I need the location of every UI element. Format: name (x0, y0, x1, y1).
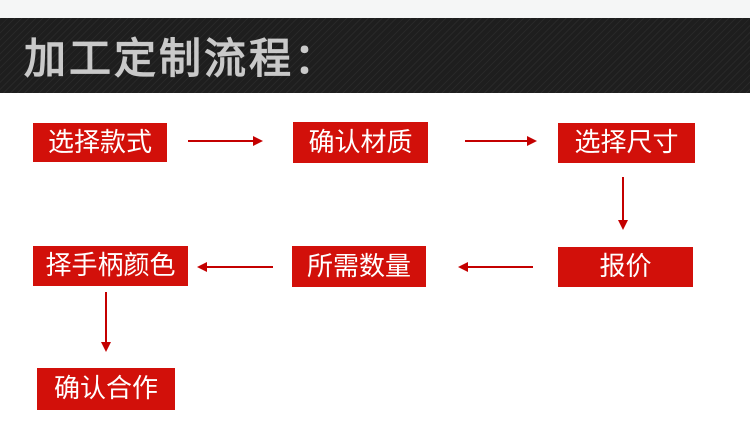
page-title: 加工定制流程： (24, 34, 340, 83)
arrow-down-icon-choose-handle-color-to-confirm-cooperation (101, 292, 111, 352)
arrow-left-icon-quotation-to-required-quantity (458, 262, 533, 272)
arrow-right-icon-confirm-material-to-select-size (465, 136, 537, 146)
arrow-down-icon-select-size-to-quotation (618, 177, 628, 230)
flow-step-select-size: 选择尺寸 (558, 123, 695, 163)
flow-step-select-style: 选择款式 (33, 123, 167, 162)
flow-step-confirm-material: 确认材质 (293, 122, 428, 163)
flow-step-quotation: 报价 (558, 247, 693, 287)
header-bar: 加工定制流程： (0, 18, 750, 93)
flow-step-choose-handle-color: 择手柄颜色 (33, 246, 188, 286)
arrow-left-icon-required-quantity-to-choose-handle-color (197, 262, 273, 272)
top-strip (0, 0, 750, 18)
arrow-right-icon-select-style-to-confirm-material (188, 136, 263, 146)
flow-step-required-quantity: 所需数量 (292, 246, 426, 287)
flow-step-confirm-cooperation: 确认合作 (37, 368, 175, 410)
